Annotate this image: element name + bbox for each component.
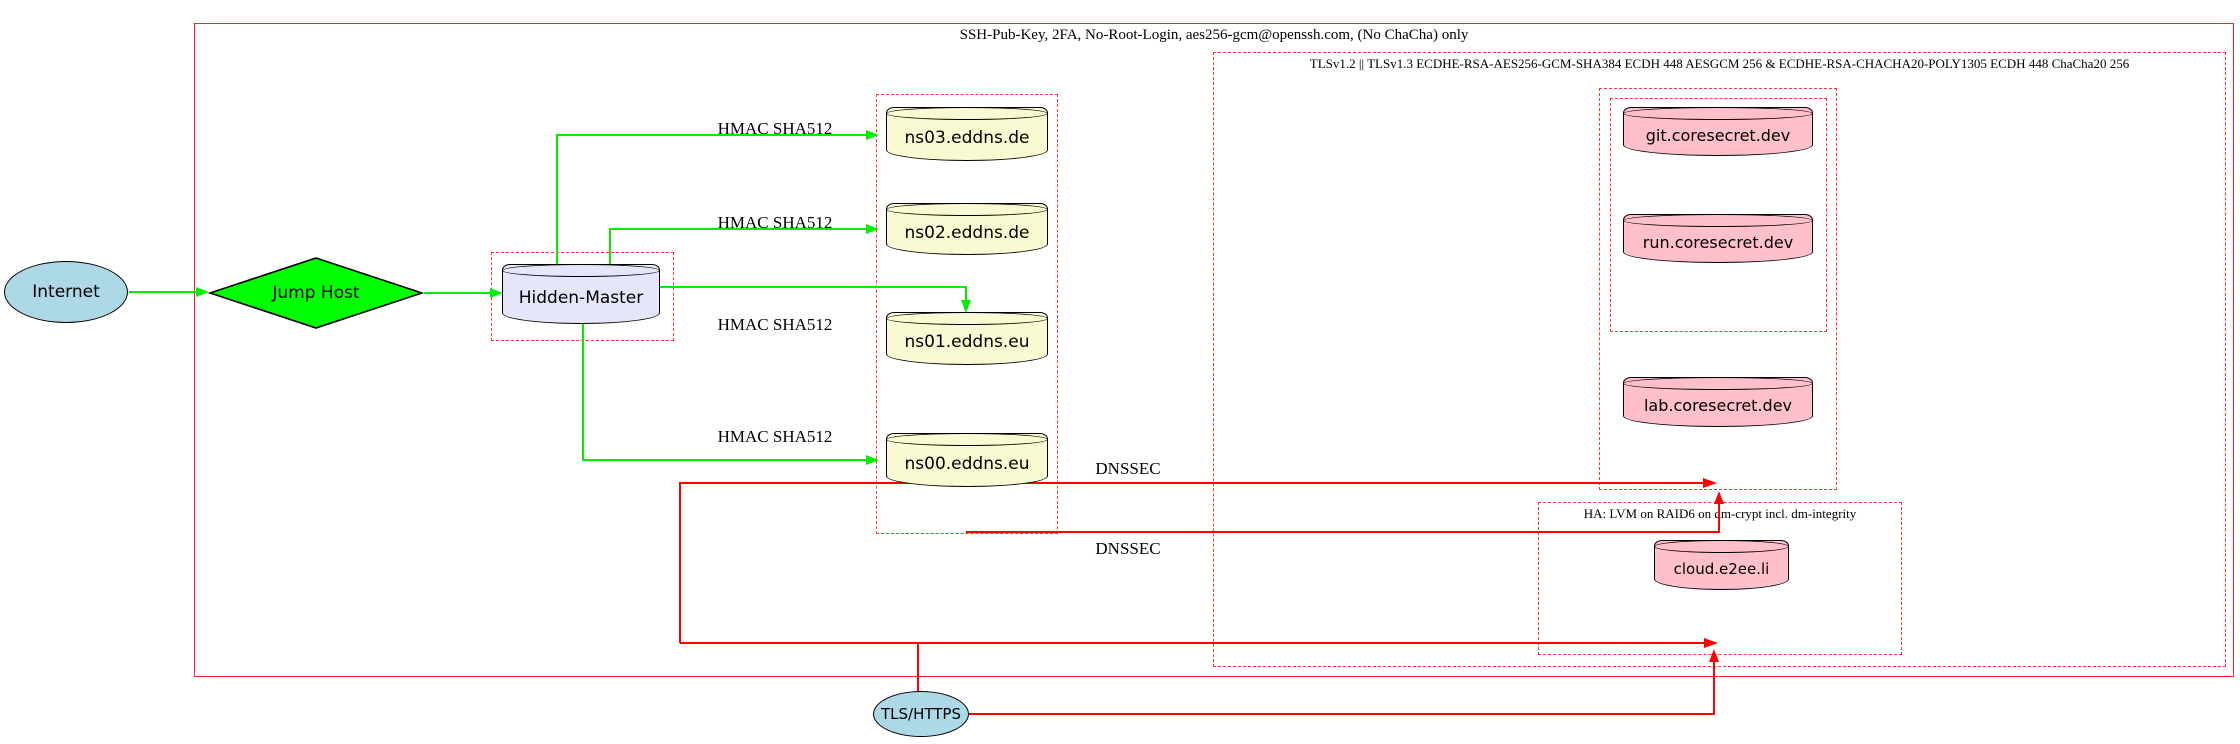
node-ns00: ns00.eddns.eu	[885, 432, 1049, 487]
node-ns03-label: ns03.eddns.de	[904, 127, 1030, 148]
node-jump-host: Jump Host	[208, 257, 424, 329]
cluster-ha-label: HA: LVM on RAID6 on dm-crypt incl. dm-in…	[1583, 506, 1857, 521]
node-ns02-label: ns02.eddns.de	[904, 222, 1030, 243]
edge-label-hmac-1: HMAC SHA512	[717, 119, 833, 138]
diamond-shape	[208, 257, 424, 329]
edge-label-hmac-2: HMAC SHA512	[717, 213, 833, 232]
node-tls-https-label: TLS/HTTPS	[880, 705, 961, 723]
node-ns01: ns01.eddns.eu	[885, 311, 1049, 365]
cluster-tls-label: TLSv1.2 || TLSv1.3 ECDHE-RSA-AES256-GCM-…	[1309, 56, 2130, 71]
node-hidden-master-label: Hidden-Master	[518, 287, 644, 308]
edge-label-hmac-4: HMAC SHA512	[717, 427, 833, 446]
node-ns02: ns02.eddns.de	[885, 202, 1049, 255]
cluster-ssh-border	[194, 23, 2234, 677]
node-git: git.coresecret.dev	[1622, 106, 1814, 156]
cluster-ssh-label: SSH-Pub-Key, 2FA, No-Root-Login, aes256-…	[959, 27, 1469, 43]
node-tls-https: TLS/HTTPS	[873, 691, 969, 737]
node-run: run.coresecret.dev	[1622, 213, 1814, 263]
node-cloud-label: cloud.e2ee.li	[1673, 559, 1770, 578]
node-git-label: git.coresecret.dev	[1645, 125, 1791, 145]
edge-label-hmac-3: HMAC SHA512	[717, 315, 833, 334]
node-ns03: ns03.eddns.de	[885, 106, 1049, 161]
node-jump-host-label: Jump Host	[272, 283, 360, 303]
node-hidden-master: Hidden-Master	[501, 263, 661, 324]
node-lab: lab.coresecret.dev	[1622, 376, 1814, 427]
node-lab-label: lab.coresecret.dev	[1643, 396, 1793, 415]
edge-label-dnssec-1: DNSSEC	[1095, 459, 1161, 478]
node-internet-label: Internet	[32, 282, 100, 302]
node-ns00-label: ns00.eddns.eu	[904, 453, 1030, 474]
node-cloud: cloud.e2ee.li	[1653, 539, 1790, 590]
edge-label-dnssec-2: DNSSEC	[1095, 539, 1161, 558]
node-internet: Internet	[4, 261, 128, 323]
node-run-label: run.coresecret.dev	[1642, 232, 1794, 252]
node-ns01-label: ns01.eddns.eu	[904, 332, 1030, 352]
